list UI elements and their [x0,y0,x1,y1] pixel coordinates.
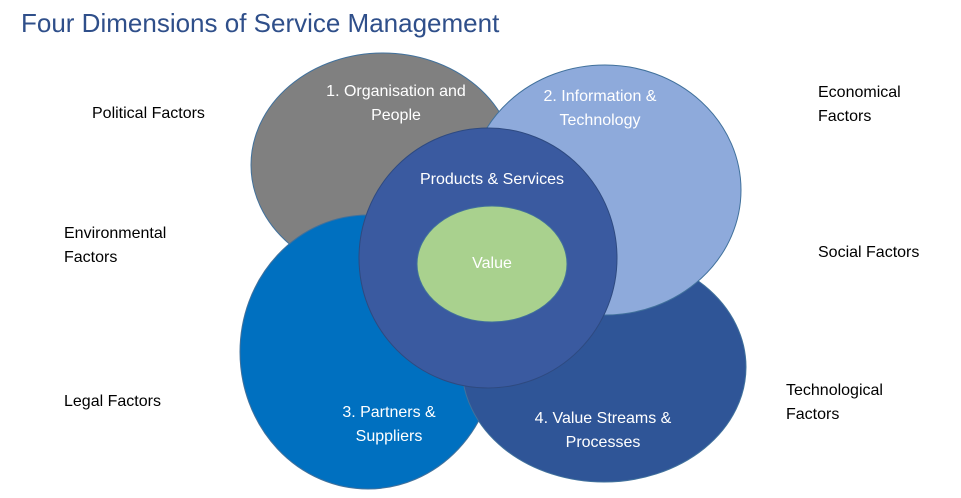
environmental-factors-label: Environmental Factors [64,222,166,270]
information-label-line-1: 2. Information & [544,88,657,105]
economical-factors-label: Economical Factors [818,81,901,129]
legal-factors-line-1: Legal Factors [64,393,161,410]
technological-factors-line-2: Factors [786,406,840,423]
environmental-factors-line-1: Environmental [64,225,167,242]
social-factors-line-1: Social Factors [818,244,920,261]
organisation-label-line-1: 1. Organisation and [326,83,466,100]
products-services-label: Products & Services [420,171,564,188]
partners-label-line-2: Suppliers [356,428,423,445]
value-streams-label-line-2: Processes [566,434,641,451]
economical-factors-line-2: Factors [818,108,872,125]
technological-factors-label: Technological Factors [786,379,883,427]
political-factors-line-1: Political Factors [92,105,205,122]
partners-label-line-1: 3. Partners & [342,404,436,421]
value-circle [416,205,568,323]
legal-factors-label: Legal Factors [64,390,161,414]
social-factors-label: Social Factors [818,241,919,265]
information-label-line-2: Technology [560,112,641,129]
environmental-factors-line-2: Factors [64,249,118,266]
diagram-title: Four Dimensions of Service Management [21,8,500,38]
organisation-label-line-2: People [371,107,421,124]
value-streams-label-line-1: 4. Value Streams & [535,410,672,427]
economical-factors-line-1: Economical [818,84,901,101]
technological-factors-line-1: Technological [786,382,883,399]
value-label: Value [472,255,512,272]
political-factors-label: Political Factors [92,102,205,126]
